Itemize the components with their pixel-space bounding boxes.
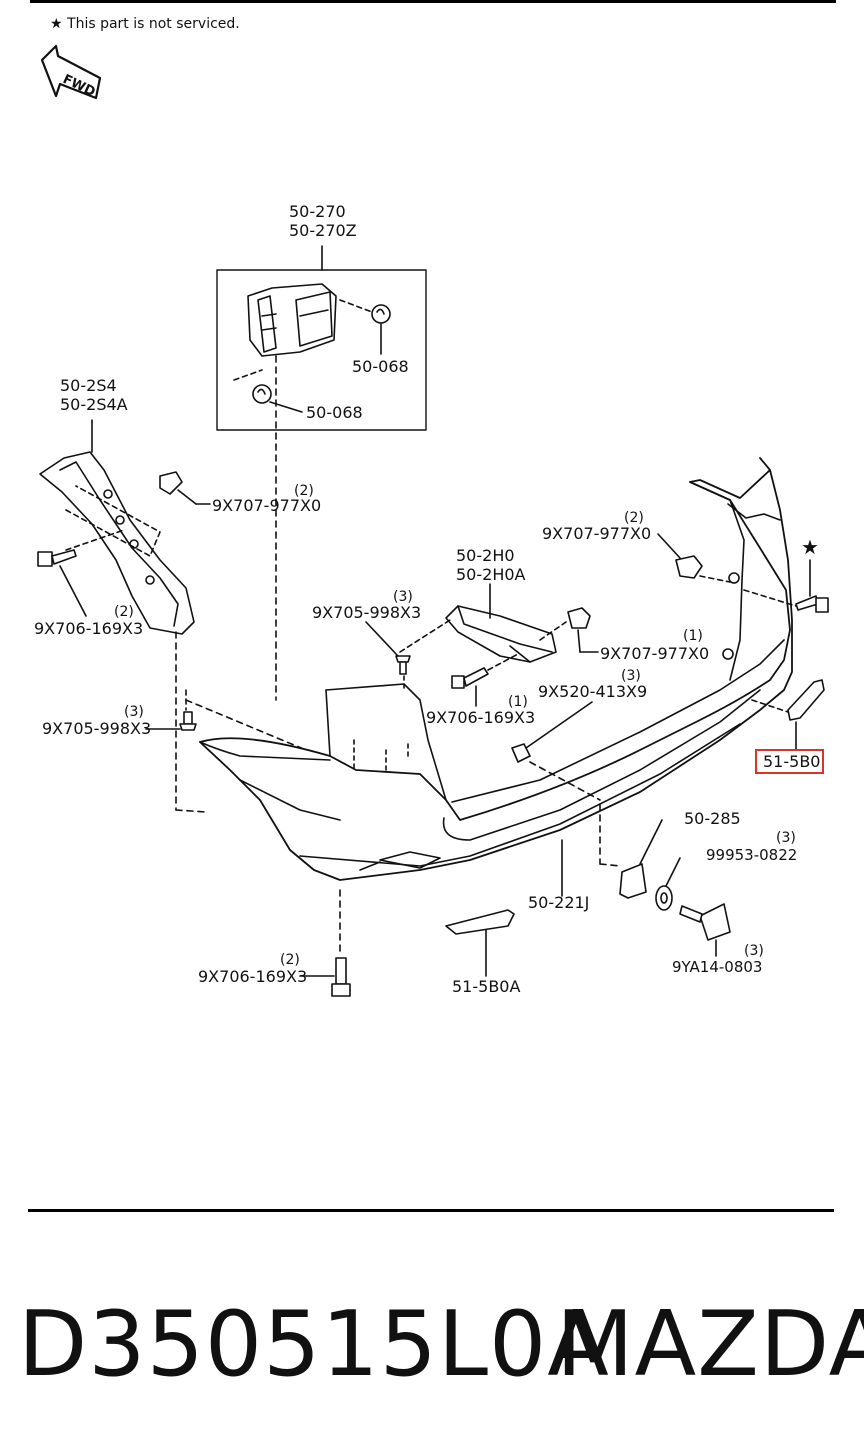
qty-9ya14: (3) bbox=[744, 943, 764, 959]
note-text: This part is not serviced. bbox=[67, 16, 240, 32]
qty-9x705-b: (3) bbox=[393, 589, 413, 605]
fwd-arrow-icon: FWD bbox=[40, 44, 102, 100]
bolt-icon bbox=[451, 667, 489, 689]
rivet-icon bbox=[179, 711, 197, 731]
label-50-2s4: 50-2S4 bbox=[60, 376, 117, 395]
label-51-5b0: 51-5B0 bbox=[763, 752, 821, 771]
qty-9x707-b: (2) bbox=[624, 510, 644, 526]
label-9x706-c: 9X706-169X3 bbox=[198, 967, 308, 986]
label-9x707-b: 9X707-977X0 bbox=[542, 524, 652, 543]
right-reflector-icon bbox=[787, 679, 825, 721]
label-99953: 99953-0822 bbox=[706, 846, 798, 864]
star-icon: ★ bbox=[50, 16, 63, 32]
label-50-285: 50-285 bbox=[684, 809, 741, 828]
left-side-bracket-icon bbox=[39, 451, 195, 635]
clip-icon bbox=[252, 384, 272, 404]
upper-center-bracket-icon bbox=[445, 605, 557, 663]
label-50-221j: 50-221J bbox=[528, 893, 590, 912]
qty-9x706-b: (1) bbox=[508, 694, 528, 710]
push-clip-icon bbox=[567, 607, 591, 629]
part-number: D350515L0A bbox=[18, 1292, 610, 1397]
star-marker: ★ bbox=[801, 535, 819, 559]
brand-name: MAZDA bbox=[556, 1292, 864, 1397]
label-9x705-a: 9X705-998X3 bbox=[42, 719, 152, 738]
clip-icon bbox=[371, 304, 391, 324]
push-clip-icon bbox=[675, 555, 703, 579]
label-50-068-a: 50-068 bbox=[352, 357, 409, 376]
push-clip-icon bbox=[159, 471, 183, 495]
label-9x707-c: 9X707-977X0 bbox=[600, 644, 710, 663]
qty-99953: (3) bbox=[776, 830, 796, 846]
qty-9x705-a: (3) bbox=[124, 704, 144, 720]
label-51-5b0a: 51-5B0A bbox=[452, 977, 521, 996]
qty-9x707-c: (1) bbox=[683, 628, 703, 644]
label-50-068-b: 50-068 bbox=[306, 403, 363, 422]
top-rule bbox=[30, 0, 836, 3]
label-50-2s4a: 50-2S4A bbox=[60, 395, 128, 414]
label-9x705-b: 9X705-998X3 bbox=[312, 603, 422, 622]
bolt-icon bbox=[795, 595, 829, 613]
label-50-2h0a: 50-2H0A bbox=[456, 565, 526, 584]
label-9x706-a: 9X706-169X3 bbox=[34, 619, 144, 638]
label-50-270: 50-270 bbox=[289, 202, 346, 221]
label-9x520: 9X520-413X9 bbox=[538, 682, 648, 701]
label-50-270z: 50-270Z bbox=[289, 221, 357, 240]
rear-bumper-icon bbox=[199, 457, 793, 881]
not-serviced-note: ★ This part is not serviced. bbox=[50, 16, 240, 32]
label-9x706-b: 9X706-169X3 bbox=[426, 708, 536, 727]
bolt-icon bbox=[37, 549, 77, 567]
label-9x707-a: 9X707-977X0 bbox=[212, 496, 322, 515]
label-50-2h0: 50-2H0 bbox=[456, 546, 515, 565]
label-9ya14: 9YA14-0803 bbox=[672, 958, 763, 976]
bolt-icon bbox=[331, 957, 351, 997]
washer-icon bbox=[655, 885, 673, 911]
qty-9x707-a: (2) bbox=[294, 483, 314, 499]
pad-icon bbox=[619, 863, 647, 899]
qty-9x706-c: (2) bbox=[280, 952, 300, 968]
qty-9x520: (3) bbox=[621, 668, 641, 684]
tow-bolt-icon bbox=[679, 903, 731, 941]
center-bracket-icon bbox=[247, 283, 337, 357]
rivet-icon bbox=[395, 655, 411, 675]
left-reflector-icon bbox=[445, 909, 515, 935]
highlight-51-5b0 bbox=[755, 749, 824, 774]
bottom-rule bbox=[28, 1209, 834, 1212]
qty-9x706-a: (2) bbox=[114, 604, 134, 620]
